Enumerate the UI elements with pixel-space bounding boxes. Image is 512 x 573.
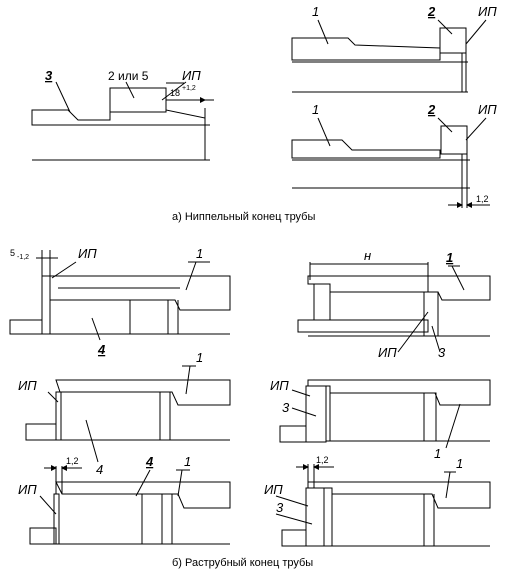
block-2r (279, 425, 307, 443)
label-3-b4: 3 (282, 400, 290, 415)
ring-2b (440, 125, 468, 155)
socket-wall-3r (307, 481, 491, 509)
label-1-b5: 1 (184, 454, 191, 469)
label-1-b2: 1 (446, 250, 453, 265)
view-b-right-2 (279, 379, 491, 443)
ring-2 (439, 27, 467, 54)
label-1-b4: 1 (434, 446, 441, 461)
label-3-b6: 3 (276, 500, 284, 515)
view-b-right-1 (297, 262, 491, 337)
dim-5-tol: -1,2 (17, 254, 29, 261)
label-1-b1: 1 (196, 246, 203, 261)
label-4-b3: 4 (96, 462, 103, 477)
socket-wall-2 (55, 379, 231, 406)
label-3: 3 (45, 68, 53, 83)
block-r (297, 319, 429, 333)
label-ip-b4: ИП (270, 378, 289, 393)
leader-lines (39, 19, 487, 525)
socket-wall-3 (55, 481, 231, 509)
label-3-b2: 3 (438, 345, 446, 360)
dim-1-2-b6: 1,2 (316, 455, 329, 465)
label-2-or-5: 2 или 5 (108, 69, 149, 83)
socket-wall-1 (49, 275, 231, 311)
block-3 (29, 527, 57, 545)
socket-wall-2r (307, 379, 491, 406)
pipe-wall-1 (291, 37, 441, 61)
fixture-3c (305, 487, 325, 547)
ring-2-or-5 (109, 87, 167, 113)
view-a-right-top (291, 27, 468, 93)
label-ip-b5: ИП (18, 482, 37, 497)
pipe-wall-1b (291, 139, 441, 159)
label-4-b5: 4 (145, 454, 154, 469)
view-a-left (31, 82, 214, 161)
view-b-left-2 (25, 379, 231, 441)
dim-1-2-a: 1,2 (476, 194, 489, 204)
text-labels: 3 2 или 5 ИП 18 +1,2 1 2 ИП 1 2 ИП 1,2 а… (10, 4, 497, 569)
view-b-left-3 (29, 465, 231, 545)
label-1-b6: 1 (456, 456, 463, 471)
view-a-right-bottom (291, 125, 490, 208)
dim-1-2-b5: 1,2 (66, 456, 79, 466)
dim-18: 18 (170, 88, 180, 98)
label-ip-b6: ИП (264, 482, 283, 497)
label-ip-a2: ИП (478, 4, 497, 19)
view-b-right-3 (281, 464, 491, 547)
label-ip-b2: ИП (378, 345, 397, 360)
label-1-a3: 1 (312, 102, 319, 117)
block-2 (25, 423, 57, 441)
caption-a: а) Ниппельный конец трубы (172, 211, 315, 223)
block-3r (281, 529, 307, 547)
dim-18-tol: +1,2 (182, 85, 196, 92)
fixture-3b (305, 385, 327, 443)
view-b-left-1 (9, 250, 231, 335)
label-4-b1: 4 (97, 342, 106, 357)
label-2-a3: 2 (427, 102, 436, 117)
label-ip-a1: ИП (182, 68, 201, 83)
label-ip-b1: ИП (78, 246, 97, 261)
label-ip-b3: ИП (18, 378, 37, 393)
label-2-a2: 2 (427, 4, 436, 19)
label-ip-a3: ИП (478, 102, 497, 117)
label-1-a2: 1 (312, 4, 319, 19)
dim-5: 5 (10, 248, 15, 258)
label-1-b3: 1 (196, 350, 203, 365)
caption-b: б) Раструбный конец трубы (172, 557, 313, 569)
label-h: н (364, 248, 371, 263)
seal-ring (41, 275, 51, 335)
block (9, 319, 43, 335)
